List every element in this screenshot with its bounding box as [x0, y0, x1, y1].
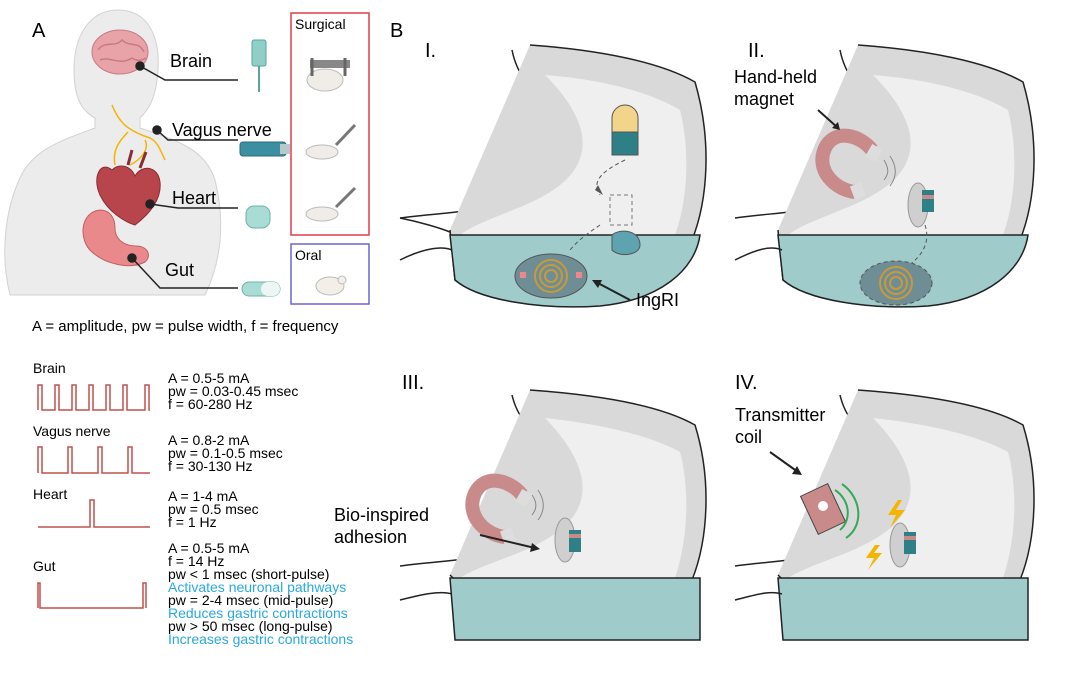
surgical-rat-icon [305, 186, 357, 222]
parameter-legend: A = amplitude, pw = pulse width, f = fre… [32, 318, 339, 335]
transmitter-coil-label: Transmitter coil [735, 405, 826, 447]
step-1-numeral: I. [425, 40, 437, 62]
surgical-box [290, 12, 370, 236]
step-3-stomach [399, 389, 707, 641]
step-1-stomach [399, 44, 707, 308]
brain-illustration [91, 29, 149, 75]
heart-params: A = 1-4 mA pw = 0.5 msec f = 1 Hz [168, 488, 259, 530]
surgical-rat-icon [305, 123, 357, 160]
step-2-stomach [734, 44, 1035, 308]
gut-waveform [37, 582, 147, 609]
organ-label-heart: Heart [172, 188, 217, 208]
panel-b-letter: B [390, 20, 404, 42]
organ-label-vagus: Vagus nerve [172, 120, 272, 140]
oral-title: Oral [295, 247, 322, 263]
surgical-rat-icon [306, 58, 350, 92]
vagus-param-title: Vagus nerve [33, 423, 111, 439]
panel-a-letter: A [32, 20, 46, 42]
vagus-stimulator-icon [239, 141, 290, 157]
bio-inspired-adhesion-label: Bio-inspired adhesion [334, 505, 430, 547]
pacemaker-icon [245, 205, 271, 229]
step-4-stomach [734, 389, 1035, 641]
vagus-params: A = 0.8-2 mA pw = 0.1-0.5 msec f = 30-13… [168, 432, 283, 474]
oral-box [290, 243, 370, 305]
surgical-title: Surgical [295, 16, 346, 32]
brain-electrode-icon [251, 39, 267, 92]
organ-label-brain: Brain [170, 51, 213, 71]
brain-params: A = 0.5-5 mA pw = 0.03-0.45 msec f = 60-… [168, 370, 299, 412]
capsule-icon [241, 281, 281, 297]
waveforms [37, 384, 150, 609]
brain-param-title: Brain [33, 360, 66, 376]
ingri-label: IngRI [636, 290, 680, 310]
organ-leader-lines [127, 61, 238, 289]
step-2-numeral: II. [748, 40, 765, 62]
gut-params: A = 0.5-5 mA f = 14 Hz pw < 1 msec (shor… [168, 540, 354, 647]
gut-illustration [82, 209, 149, 267]
step-4-numeral: IV. [735, 372, 758, 394]
vagus-waveform [37, 446, 150, 474]
gut-param-title: Gut [33, 558, 56, 574]
heart-illustration [96, 149, 161, 226]
heart-waveform [38, 499, 150, 528]
brain-waveform [37, 384, 150, 411]
organ-label-gut: Gut [165, 260, 195, 280]
heart-param-title: Heart [33, 486, 68, 502]
vagus-nerve-illustration [111, 104, 166, 166]
oral-mouse-icon [315, 275, 347, 296]
hand-held-magnet-label: Hand-held magnet [734, 67, 818, 109]
step-3-numeral: III. [402, 372, 425, 394]
human-silhouette [4, 9, 222, 296]
